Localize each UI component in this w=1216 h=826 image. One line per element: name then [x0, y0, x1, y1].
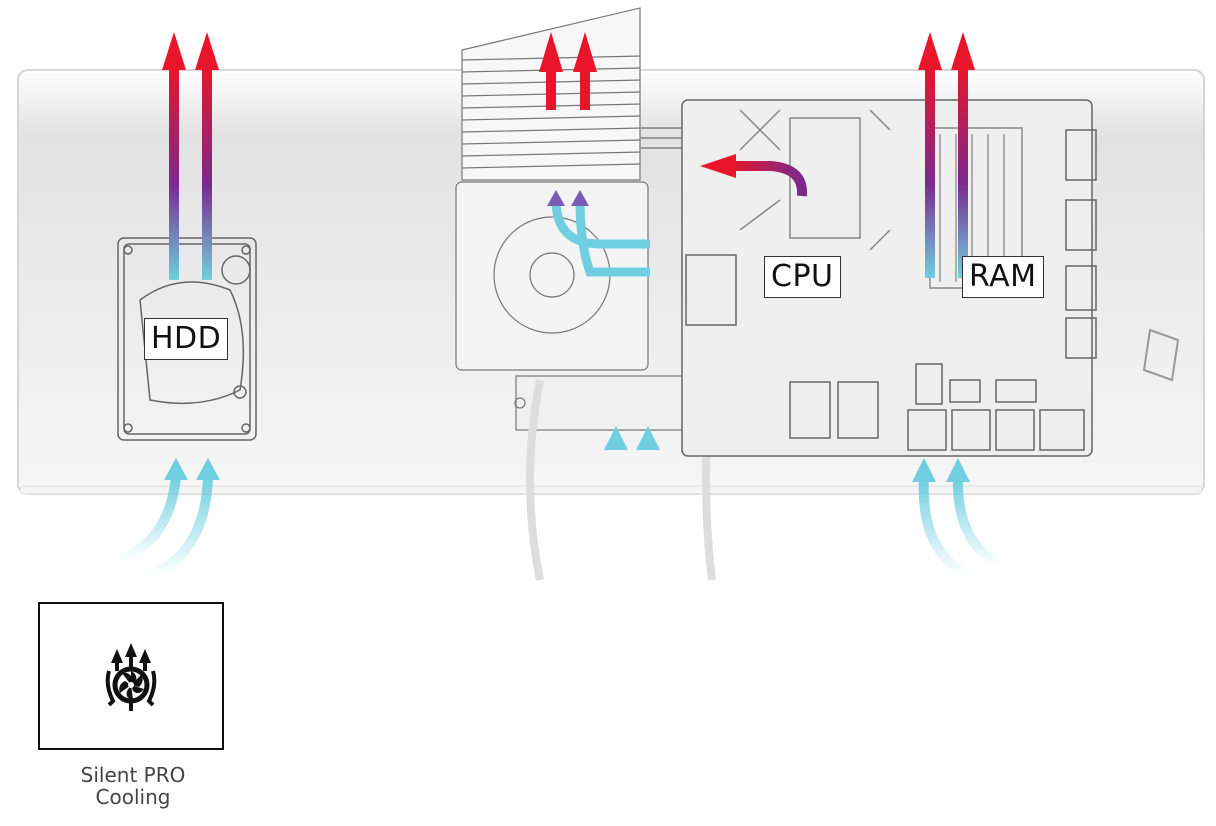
cool-air-arrow-center: [604, 426, 660, 530]
cool-air-arrow-hdd: [118, 458, 220, 581]
cool-air-arrow-right: [912, 458, 1003, 581]
feature-caption: Silent PRO Cooling: [38, 764, 228, 808]
heatsink-fin: [461, 139, 641, 145]
fan-airflow-arrows: [547, 190, 650, 277]
hot-air-arrow-ram-left: [918, 32, 942, 278]
feature-caption-line1: Silent PRO: [80, 763, 186, 787]
heatsink-fin: [461, 115, 641, 121]
heatsink-fin: [461, 163, 641, 169]
fan-airflow-icon: [105, 643, 157, 711]
hot-air-arrow-ram-right: [951, 32, 975, 278]
hot-air-arrow-hdd-left: [162, 32, 186, 280]
silent-pro-cooling-card[interactable]: [38, 602, 224, 750]
motherboard: [681, 99, 1097, 457]
cooling-airflow-diagram: [17, 7, 1205, 581]
feature-caption-line2: Cooling: [95, 785, 171, 809]
ram-label: RAM: [962, 256, 1044, 298]
hdd-drive: [117, 237, 257, 441]
hot-air-arrow-hdd-right: [195, 32, 219, 280]
hot-air-arrow-heatsink-left: [539, 32, 563, 110]
cpu-heat-arrow: [700, 154, 808, 197]
heatsink-fin: [461, 151, 641, 157]
hdd-label: HDD: [144, 318, 229, 360]
cpu-label: CPU: [764, 256, 841, 298]
hot-air-arrow-heatsink-right: [573, 32, 597, 110]
heatsink-fin: [461, 127, 641, 133]
